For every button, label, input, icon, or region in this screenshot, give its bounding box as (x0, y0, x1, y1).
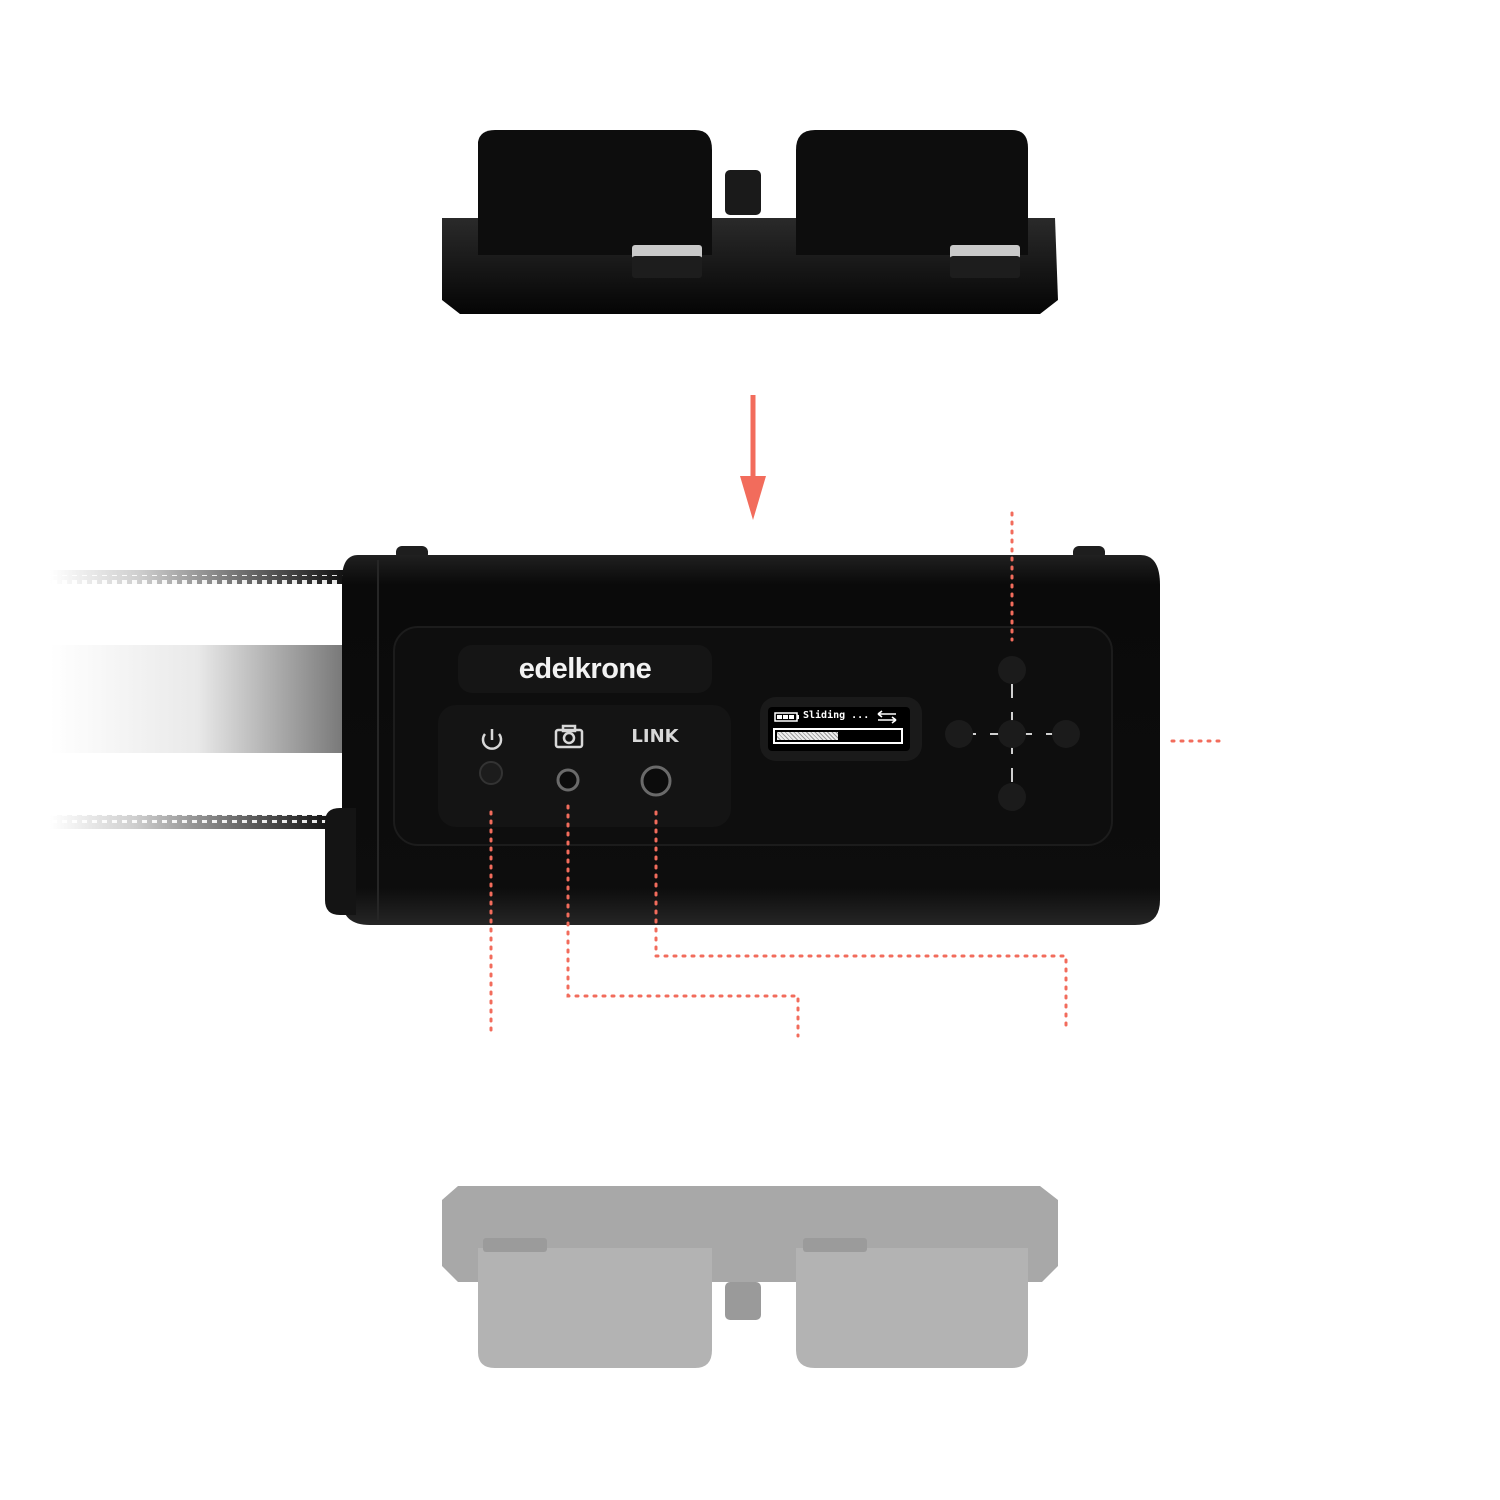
down-arrow-icon (740, 395, 766, 520)
display-progress-fill (777, 732, 838, 740)
camera-port[interactable] (556, 768, 580, 792)
dpad-center-button[interactable] (998, 720, 1026, 748)
display-progress-bar (773, 728, 903, 744)
annotation-lines (489, 511, 1224, 1038)
power-button[interactable] (479, 761, 503, 785)
link-port[interactable] (640, 765, 672, 797)
brand-logo: edelkrone (518, 652, 652, 685)
camera-icon (554, 724, 584, 749)
direction-arrows-icon (877, 710, 897, 724)
dpad-down-button[interactable] (998, 783, 1026, 811)
slider-rail (50, 570, 345, 829)
display-status-text: Sliding ... (803, 710, 870, 721)
dpad-right-button[interactable] (1052, 720, 1080, 748)
dpad-left-button[interactable] (945, 720, 973, 748)
dpad[interactable] (945, 656, 1080, 811)
power-icon (481, 729, 503, 750)
top-mounting-plate (442, 130, 1058, 314)
bottom-mounting-plate (442, 1186, 1058, 1368)
link-label: LINK (631, 726, 679, 747)
dpad-up-button[interactable] (998, 656, 1026, 684)
device-body (325, 546, 1160, 925)
battery-icon (774, 712, 799, 722)
